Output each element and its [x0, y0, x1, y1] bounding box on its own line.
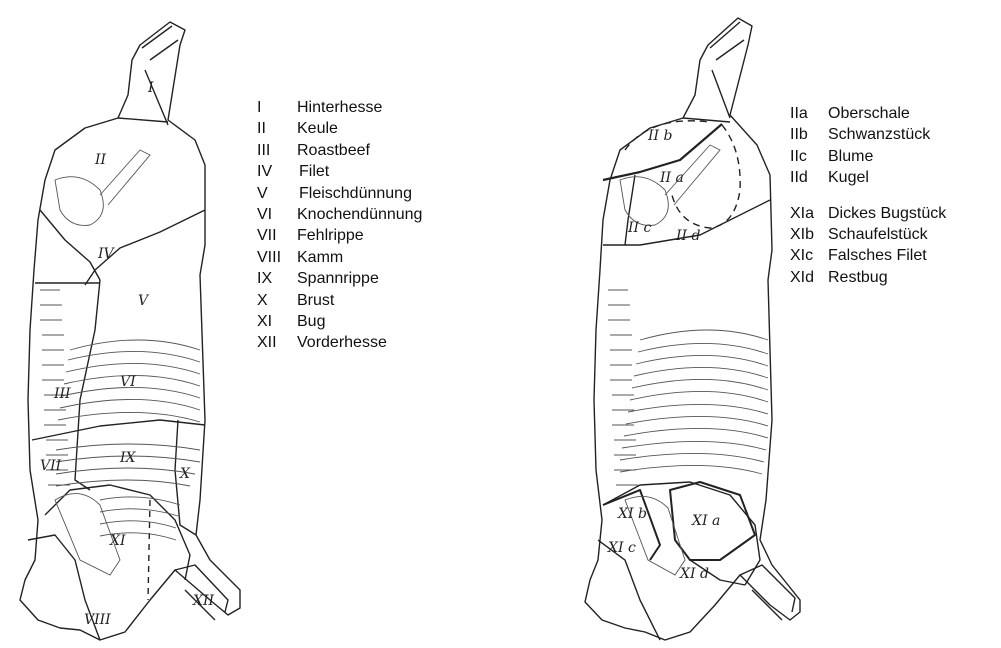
legend-number: IIc [790, 146, 828, 167]
legend-label: Brust [297, 290, 334, 311]
legend-number: IIa [790, 103, 828, 124]
legend-label: Falsches Filet [828, 245, 927, 266]
right-label-iic: II c [627, 220, 652, 236]
legend-label: Kamm [297, 247, 343, 268]
legend-number: III [257, 140, 297, 161]
legend-label: Roastbeef [297, 140, 370, 161]
legend-label: Keule [297, 118, 338, 139]
legend-label: Schaufelstück [828, 224, 928, 245]
legend-label: Knochendünnung [297, 204, 422, 225]
legend-spacer [790, 189, 946, 203]
legend-label: Restbug [828, 267, 888, 288]
right-label-xia: XI a [691, 513, 720, 529]
legend-label: Blume [828, 146, 873, 167]
legend-number: XII [257, 332, 297, 353]
right-ribs [620, 330, 768, 474]
legend-number: XI [257, 311, 297, 332]
right-foreshank [740, 565, 795, 620]
legend-number: VI [257, 204, 297, 225]
legend-left-row: IXSpannrippe [257, 268, 422, 289]
legend-number: VII [257, 225, 297, 246]
right-label-xic: XI c [607, 540, 636, 556]
legend-number: IV [257, 161, 299, 182]
legend-number: IX [257, 268, 297, 289]
legend-label: Vorderhesse [297, 332, 387, 353]
right-hindshank-bone [710, 22, 744, 118]
legend-number: X [257, 290, 297, 311]
legend-number: I [257, 97, 297, 118]
legend-number: II [257, 118, 297, 139]
legend-number: IIb [790, 124, 828, 145]
legend-label: Oberschale [828, 103, 910, 124]
legend-label: Schwanzstück [828, 124, 930, 145]
legend-label: Dickes Bugstück [828, 203, 946, 224]
legend-number: XId [790, 267, 828, 288]
right-label-iib: II b [647, 128, 673, 144]
legend-label: Kugel [828, 167, 869, 188]
legend-right-row: XIaDickes Bugstück [790, 203, 946, 224]
legend-left-row: XIBug [257, 311, 422, 332]
legend-number: XIa [790, 203, 828, 224]
right-label-xid: XI d [679, 566, 709, 582]
right-label-iid: II d [675, 228, 701, 244]
legend-label: Filet [299, 161, 329, 182]
legend-number: XIb [790, 224, 828, 245]
right-label-xib: XI b [617, 506, 647, 522]
legend-number: VIII [257, 247, 297, 268]
legend-number: IId [790, 167, 828, 188]
right-label-iia: II a [659, 170, 684, 186]
legend-number: V [257, 183, 299, 204]
legend-right-row: IIcBlume [790, 146, 946, 167]
legend-left-row: IVFilet [257, 161, 422, 182]
legend-label: Hinterhesse [297, 97, 382, 118]
legend-label: Spannrippe [297, 268, 379, 289]
legend-right-row: IIbSchwanzstück [790, 124, 946, 145]
legend-label: Fleischdünnung [299, 183, 412, 204]
legend-number: XIc [790, 245, 828, 266]
legend-label: Bug [297, 311, 325, 332]
legend-label: Fehlrippe [297, 225, 364, 246]
